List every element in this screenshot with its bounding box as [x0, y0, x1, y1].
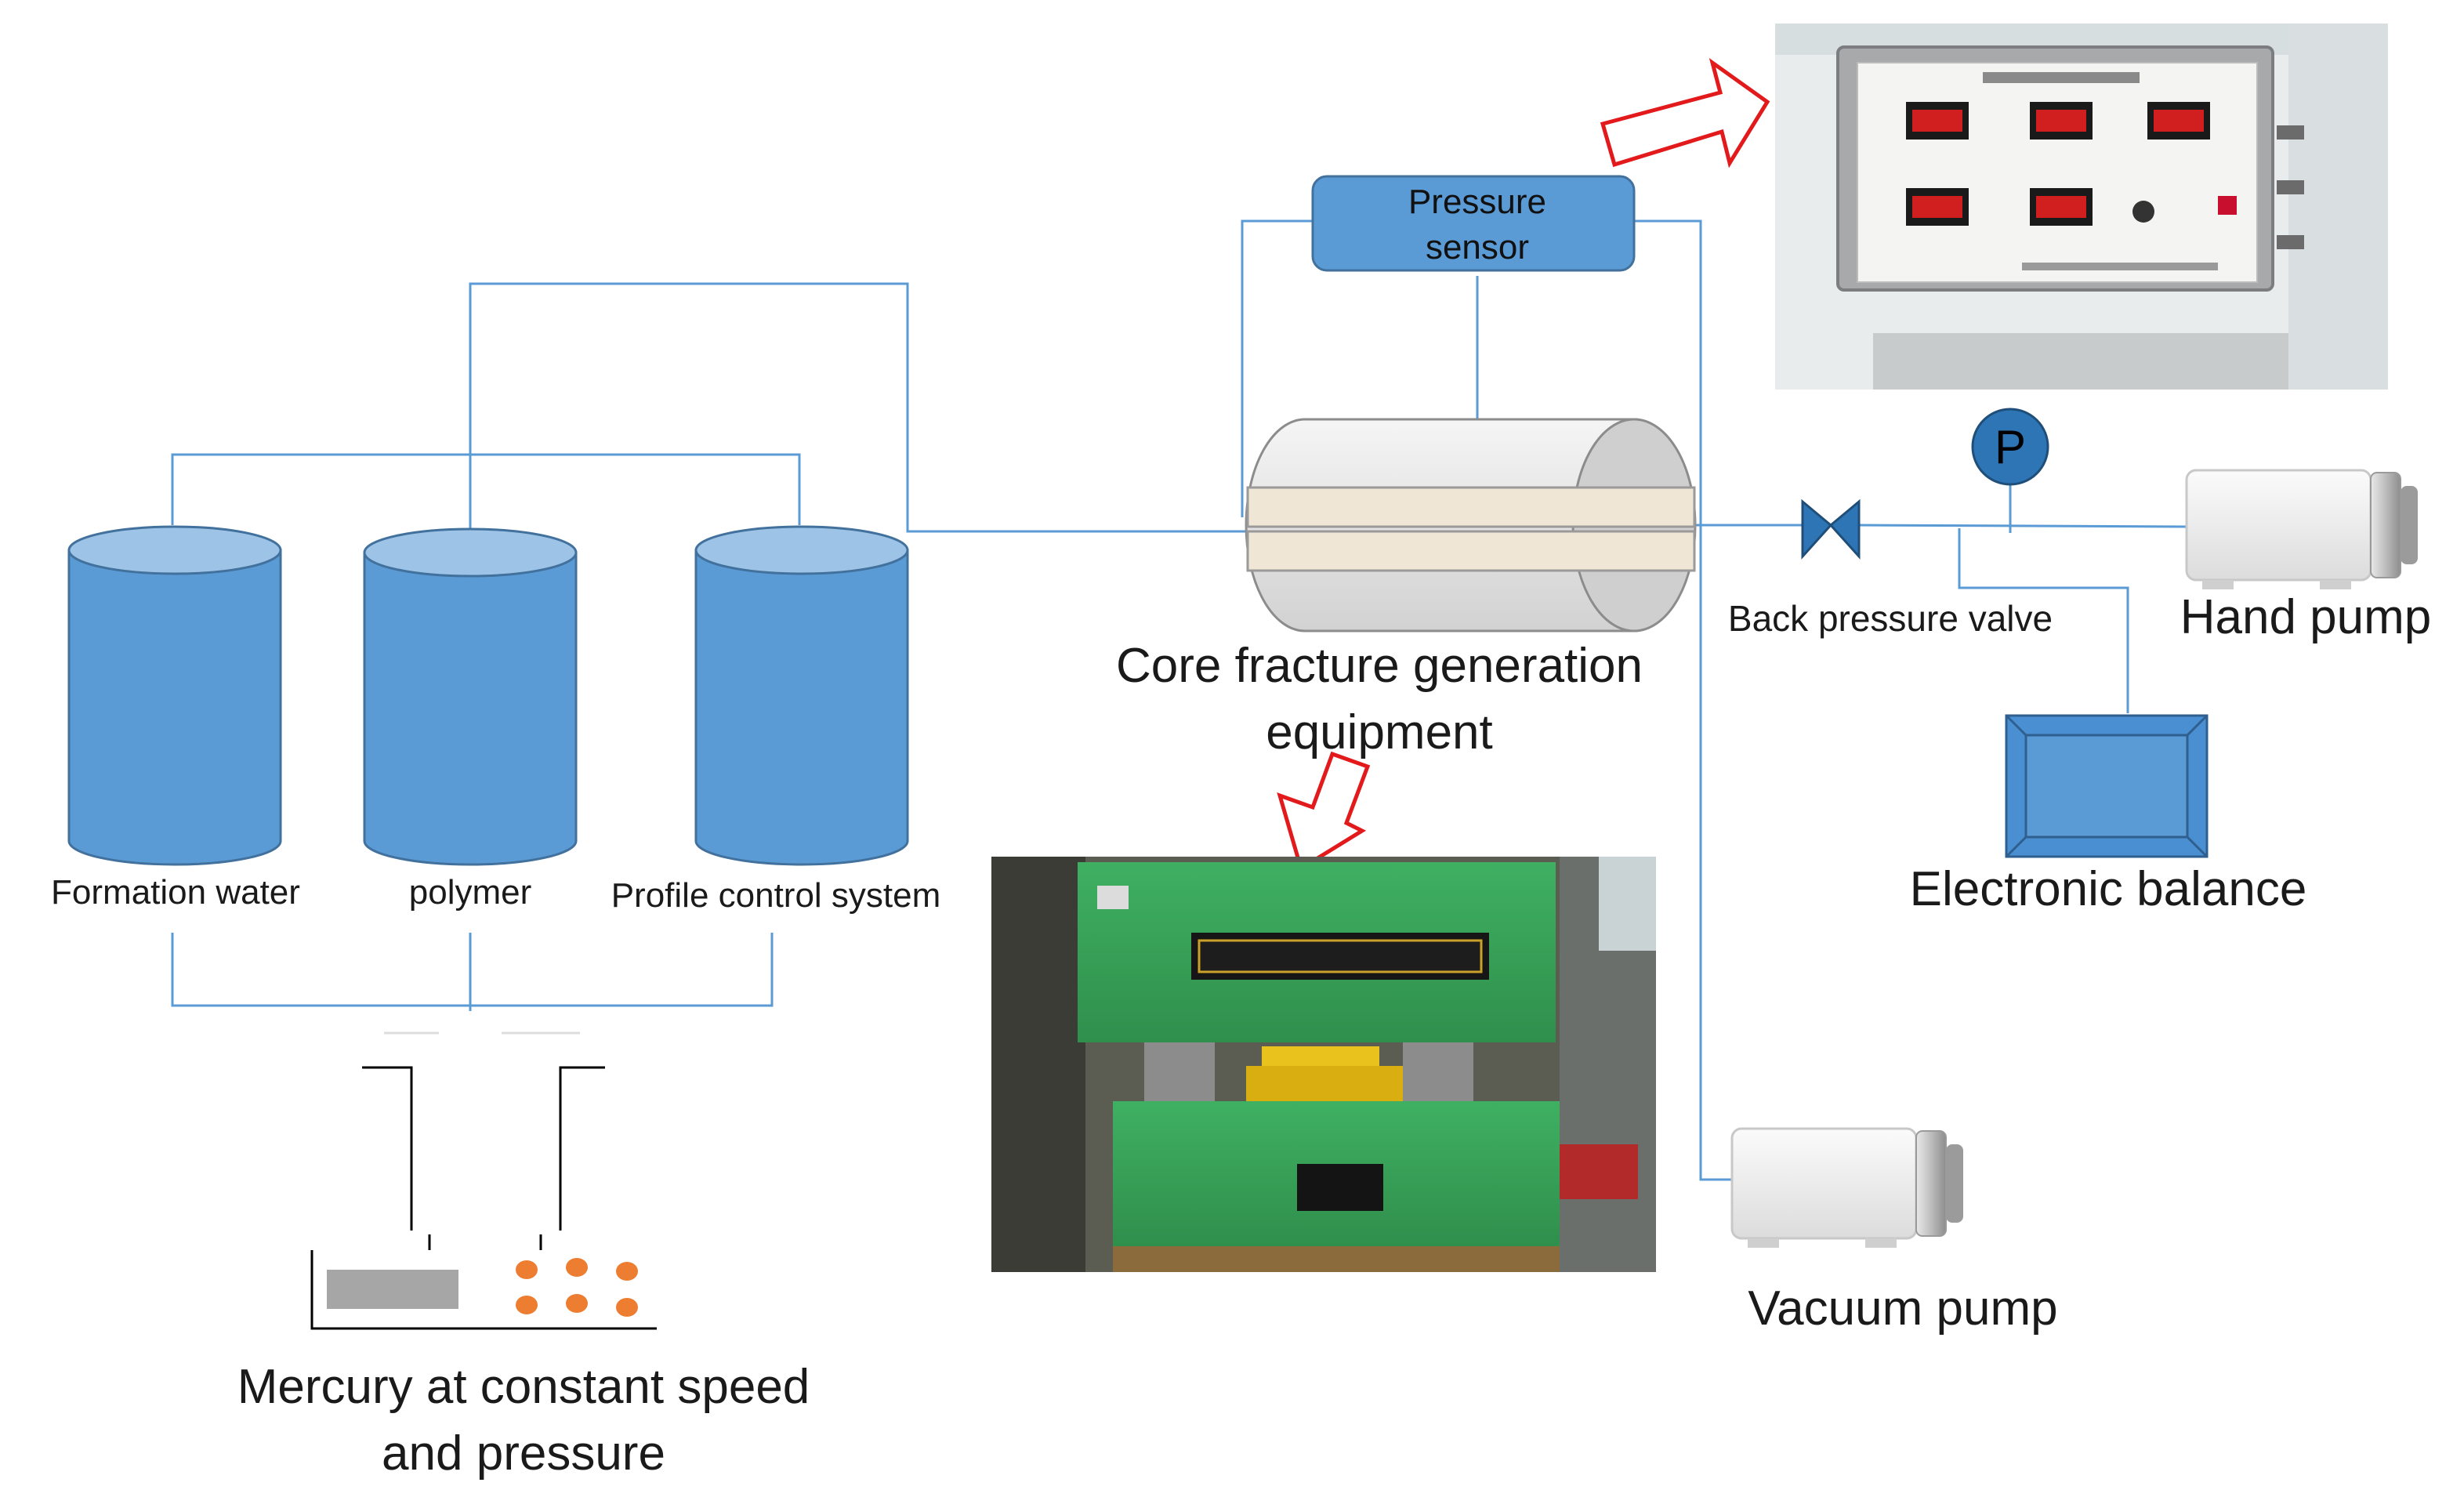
vacuum-pump-icon	[1730, 1127, 1963, 1248]
tank-label-polymer: polymer	[409, 873, 532, 912]
tank-label-formation-water: Formation water	[51, 873, 300, 912]
electronic-balance-label: Electronic balance	[1910, 862, 2307, 916]
mercury-label-1: Mercury at constant speed	[237, 1360, 810, 1414]
core-holder	[1245, 418, 1697, 633]
pressure-sensor-label-1: Pressure	[1408, 183, 1546, 221]
control-panel-photo	[1775, 24, 2388, 390]
tank-polymer	[363, 527, 578, 866]
core-equipment-label-1: Core fracture generation	[1116, 639, 1643, 693]
mercury-label-2: and pressure	[382, 1426, 665, 1481]
pressure-gauge-icon: P	[1971, 408, 2049, 486]
core-equipment-label-2: equipment	[1266, 705, 1493, 759]
hand-pump-label: Hand pump	[2180, 590, 2432, 644]
electronic-balance-icon	[2005, 714, 2209, 858]
vacuum-pump-label: Vacuum pump	[1748, 1281, 2057, 1336]
tank-label-profile-control-system: Profile control system	[611, 876, 941, 915]
arrow-to-control-panel-icon	[1600, 57, 1770, 169]
tank-profile-control-system	[694, 525, 909, 866]
pressure-gauge-symbol: P	[1995, 421, 2026, 473]
pressure-sensor-label-2: sensor	[1426, 228, 1529, 266]
hand-pump-icon	[2185, 469, 2418, 589]
back-pressure-valve-label: Back pressure valve	[1728, 598, 2053, 639]
arrow-to-press-icon	[1277, 751, 1371, 872]
back-pressure-valve-icon	[1801, 498, 1861, 560]
pressure-sensor: Pressure sensor	[1311, 175, 1636, 272]
hydraulic-press-photo	[991, 857, 1656, 1272]
tank-formation-water	[67, 525, 282, 866]
mercury-assembly	[310, 1031, 657, 1330]
pipe-network	[171, 219, 2187, 1181]
